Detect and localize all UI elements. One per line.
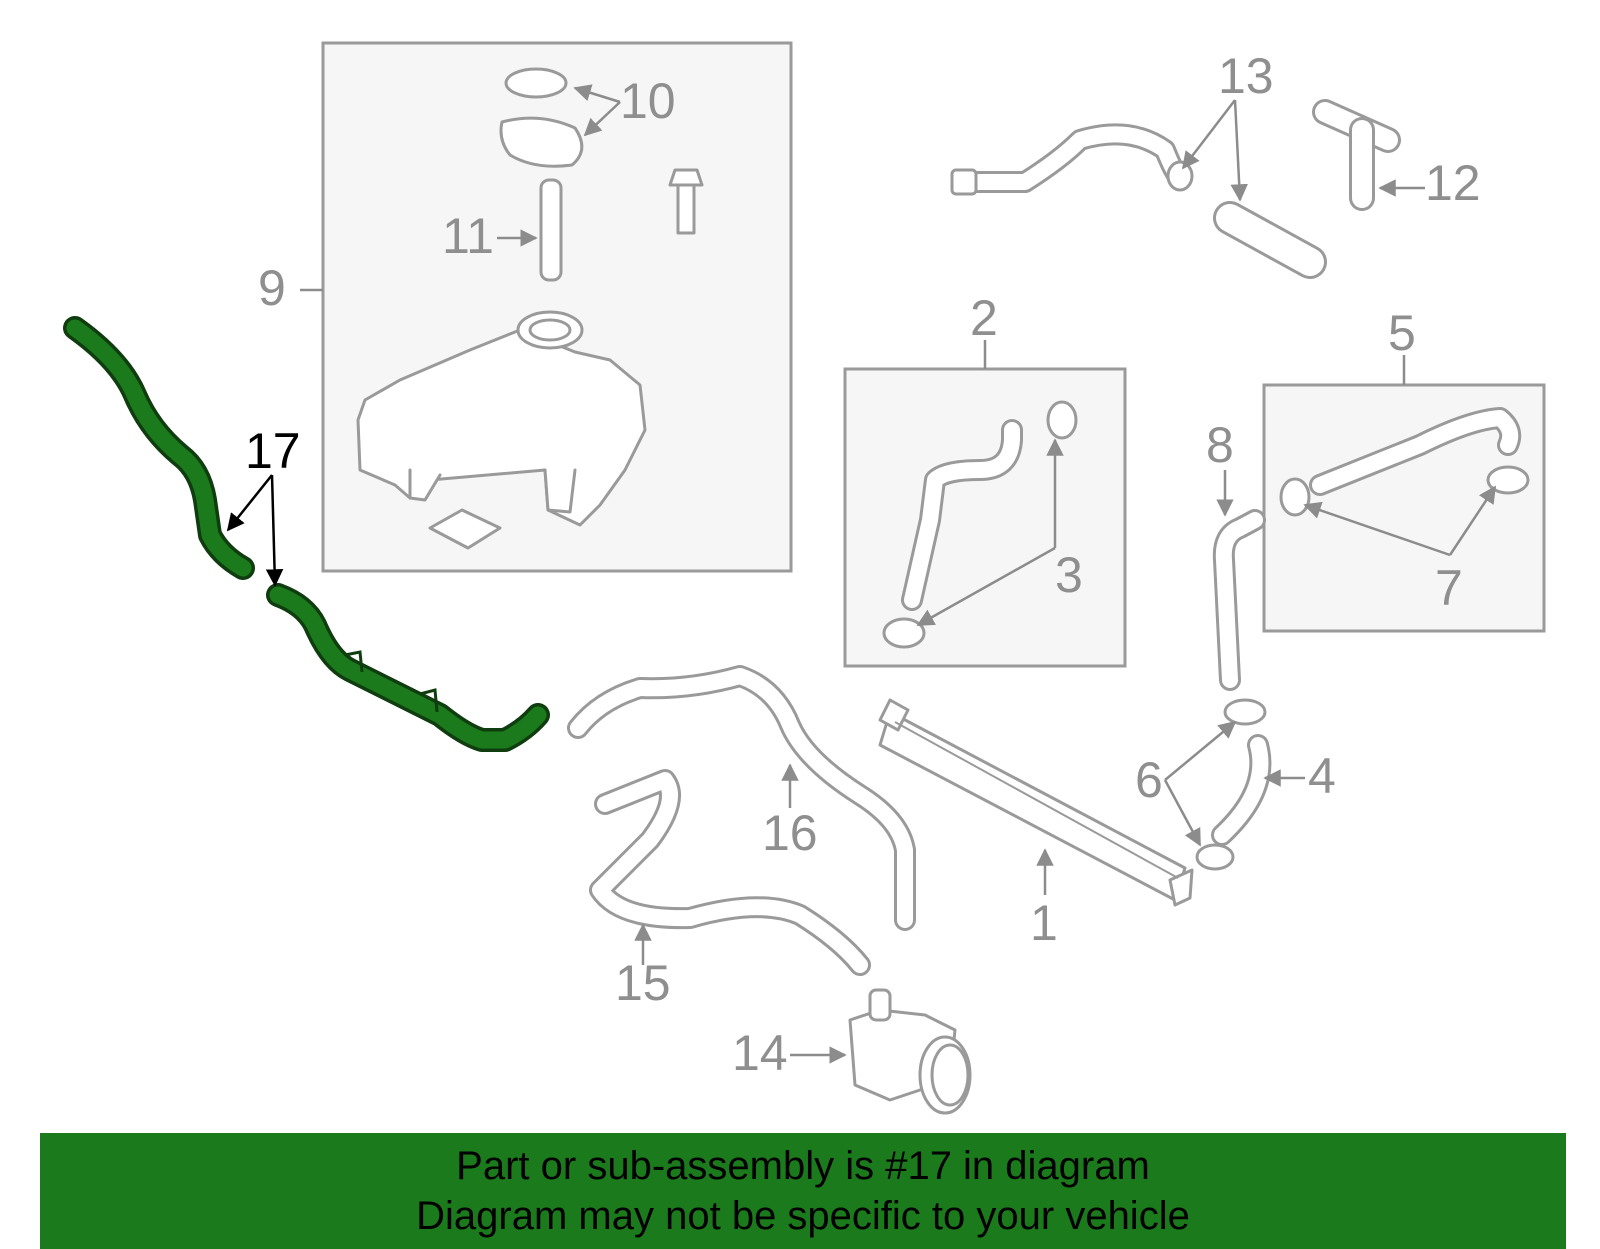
- callout-10: 10: [620, 73, 676, 129]
- callout-17: 17: [245, 423, 301, 479]
- callout-4: 4: [1308, 748, 1336, 804]
- hose-clamp-left[interactable]: [1279, 477, 1311, 517]
- hose-17-upper[interactable]: [63, 316, 255, 580]
- reservoir-tube[interactable]: [539, 178, 563, 282]
- hose-connector-13[interactable]: [1213, 201, 1327, 279]
- callout-14: 14: [732, 1025, 788, 1081]
- hose-17-lower[interactable]: [266, 583, 550, 752]
- hose-15[interactable]: [589, 769, 871, 976]
- hose-clamp-lower[interactable]: [882, 617, 926, 649]
- hose-assembly-box-5[interactable]: [1262, 383, 1546, 633]
- hose-16[interactable]: [567, 665, 916, 931]
- callout-15: 15: [615, 955, 671, 1011]
- reservoir-assembly-box[interactable]: [321, 41, 793, 573]
- hose-8[interactable]: [1212, 509, 1266, 691]
- hose-assembly-box-2[interactable]: [843, 367, 1127, 668]
- callout-2: 2: [970, 290, 998, 346]
- reservoir-bolt[interactable]: [668, 168, 704, 235]
- part-info-banner: Part or sub-assembly is #17 in diagram D…: [40, 1133, 1566, 1249]
- hose-clamp-right[interactable]: [1486, 465, 1530, 495]
- reservoir-cap-seal[interactable]: [504, 67, 568, 99]
- tee-connector-12[interactable]: [1312, 99, 1401, 211]
- callout-16: 16: [762, 805, 818, 861]
- callout-13: 13: [1218, 48, 1274, 104]
- callout-8: 8: [1206, 417, 1234, 473]
- callout-11: 11: [442, 208, 494, 264]
- callout-6: 6: [1135, 752, 1163, 808]
- heater-hose-13[interactable]: [950, 123, 1194, 196]
- reservoir-cap[interactable]: [499, 116, 584, 168]
- callout-9: 9: [258, 260, 286, 316]
- callout-12: 12: [1425, 155, 1481, 211]
- callout-1: 1: [1030, 895, 1058, 951]
- callout-3: 3: [1055, 547, 1083, 603]
- callout-7: 7: [1435, 560, 1463, 616]
- reservoir-pad[interactable]: [428, 508, 502, 550]
- hose-clamp-upper[interactable]: [1046, 400, 1078, 440]
- hose-clamp-6-lower[interactable]: [1195, 843, 1235, 871]
- hose-clamp-6-upper[interactable]: [1223, 698, 1267, 726]
- banner-line-part: Part or sub-assembly is #17 in diagram: [456, 1144, 1150, 1188]
- hose-4[interactable]: [1211, 734, 1272, 846]
- callout-5: 5: [1388, 305, 1416, 361]
- oil-cooler-1[interactable]: [878, 698, 1194, 907]
- banner-line-disclaimer: Diagram may not be specific to your vehi…: [416, 1194, 1190, 1238]
- water-pump-14[interactable]: [848, 988, 972, 1115]
